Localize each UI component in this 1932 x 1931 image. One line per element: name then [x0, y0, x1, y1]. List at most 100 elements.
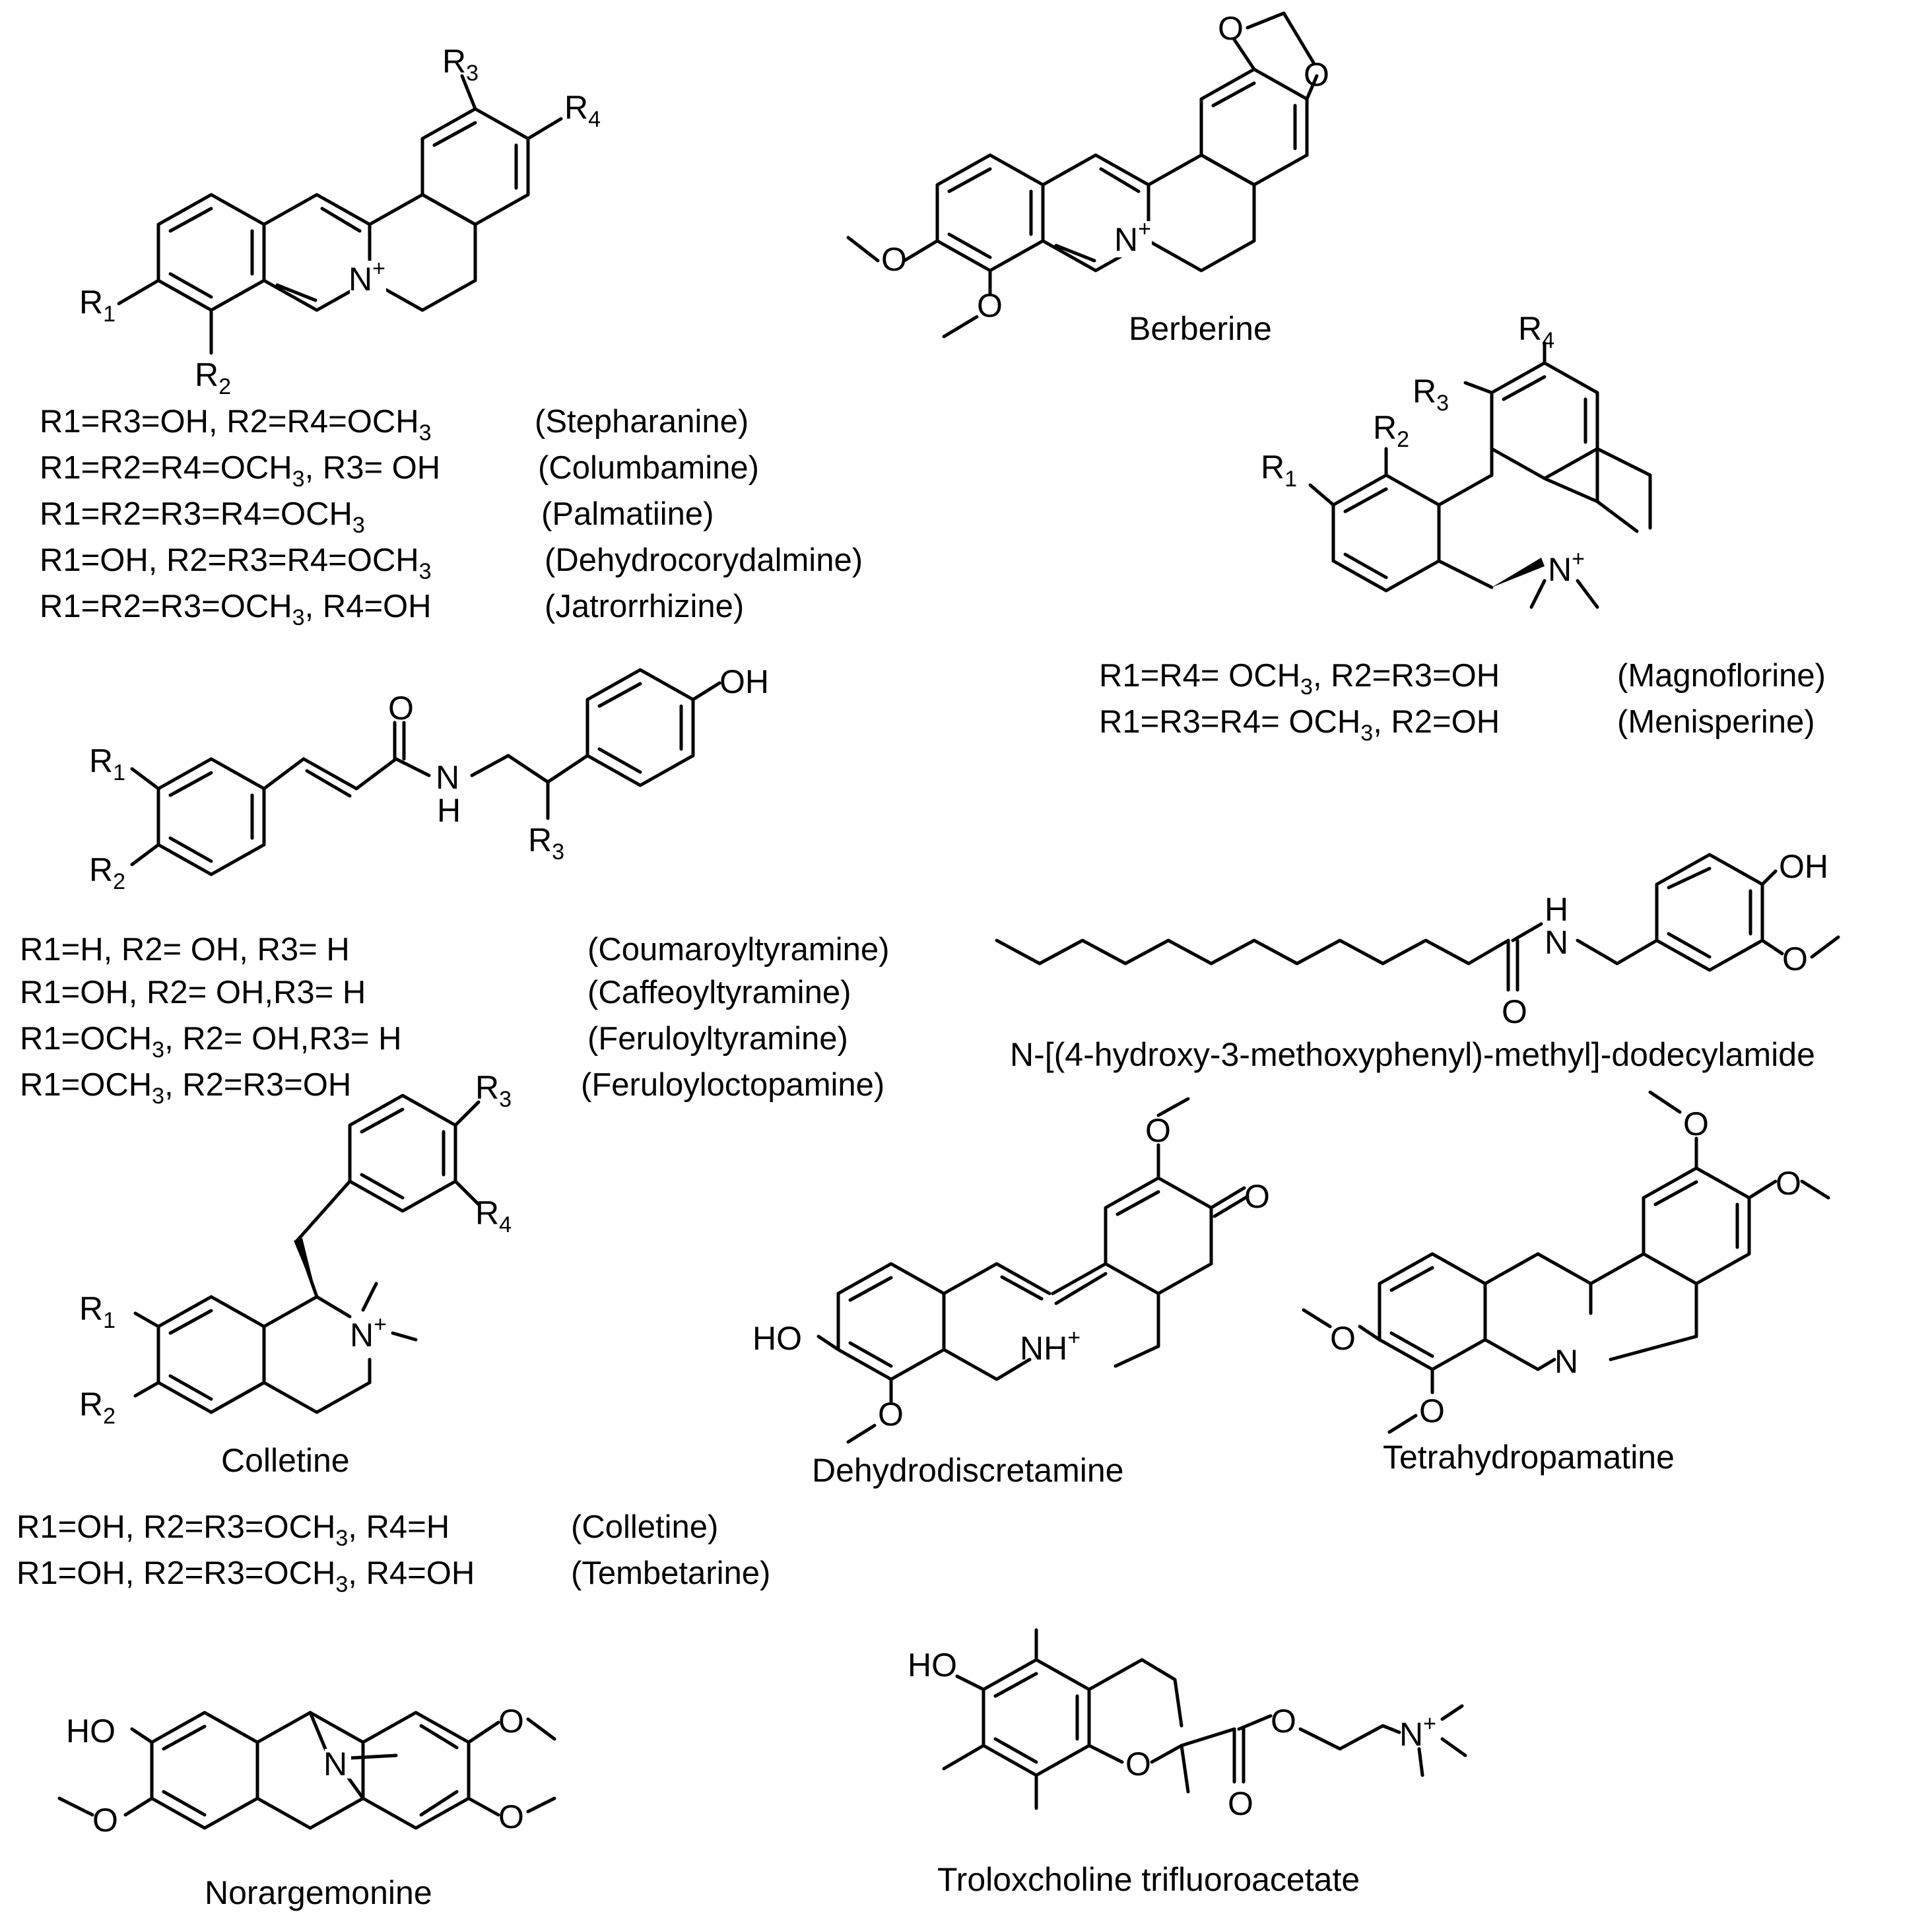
tyramine-definitions: R1=H, R2= OH, R3= H (Coumaroyltyramine) …	[20, 932, 889, 1109]
tyramine-h: H	[437, 792, 461, 829]
trolox-o-carbonyl: O	[1228, 1785, 1253, 1822]
def-feruloyloctopamine: R1=OCH3, R2=R3=OH	[20, 1067, 351, 1109]
name-colletine-def: (Colletine)	[571, 1509, 718, 1545]
norargemonine-name: Norargemonine	[205, 1874, 432, 1911]
aporphine-structure: R1 R2 R3 R4 N+	[1261, 310, 1652, 609]
colletine-bonds	[133, 1094, 481, 1414]
amide-h: H	[1545, 891, 1568, 928]
tyramine-structure: R1 R2 R3 O N H OH	[89, 663, 769, 894]
colletine-r2: R2	[79, 1386, 116, 1429]
norargemonine-structure: HO O O O N Norargemonine	[57, 1703, 556, 1911]
colletine-r1: R1	[79, 1290, 116, 1333]
tetrahydropamatine-o1: O	[1683, 1105, 1709, 1142]
berberine-o1: O	[1218, 10, 1244, 47]
dehydrodiscretamine-bonds	[816, 1097, 1249, 1444]
tetrahydropamatine-bonds	[1302, 1090, 1830, 1434]
aporphine-bonds	[1308, 341, 1652, 609]
amide-structure: OH H N O O N-[(4-hydroxy-3-methoxyphenyl…	[995, 848, 1840, 1073]
name-feruloyltyramine: (Feruloyltyramine)	[587, 1021, 848, 1057]
norargemonine-o1: O	[92, 1802, 118, 1839]
trolox-o-ring: O	[1125, 1746, 1151, 1783]
amide-name: N-[(4-hydroxy-3-methoxyphenyl)-methyl]-d…	[1010, 1036, 1815, 1073]
def-tembetarine: R1=OH, R2=R3=OCH3, R4=OH	[17, 1555, 475, 1597]
name-coumaroyltyramine: (Coumaroyltyramine)	[587, 932, 889, 967]
colletine-definitions: R1=OH, R2=R3=OCH3, R4=H (Colletine) R1=O…	[17, 1509, 770, 1597]
name-feruloyloctopamine: (Feruloyloctopamine)	[581, 1067, 884, 1103]
def-palmatiine: R1=R2=R3=R4=OCH3	[40, 496, 365, 538]
aporphine-definitions: R1=R4= OCH3, R2=R3=OH (Magnoflorine) R1=…	[1099, 658, 1826, 746]
name-magnoflorine: (Magnoflorine)	[1617, 658, 1826, 694]
trolox-o-ester: O	[1271, 1703, 1296, 1740]
aporphine-n: N+	[1548, 546, 1585, 588]
norargemonine-n: N	[323, 1746, 347, 1783]
name-palmatiine: (Palmatiine)	[541, 496, 714, 532]
dehydrodiscretamine-o-bottom: O	[878, 1396, 904, 1433]
berberine-n: N+	[1114, 216, 1151, 258]
berberine-name: Berberine	[1129, 310, 1272, 347]
name-caffeoyltyramine: (Caffeoyltyramine)	[587, 975, 851, 1010]
r1-label: R1	[79, 284, 116, 327]
trolox-name: Troloxcholine trifluoroacetate	[937, 1861, 1360, 1898]
berberine-o3: O	[881, 241, 907, 278]
amide-o-carbonyl: O	[1502, 993, 1527, 1030]
tetrahydropamatine-o2: O	[1776, 1165, 1801, 1202]
amide-n: N	[1545, 924, 1568, 961]
tyramine-r2: R2	[89, 851, 125, 894]
n-label: N+	[349, 256, 385, 298]
tyramine-r3: R3	[528, 822, 564, 865]
amide-bonds	[995, 853, 1840, 992]
dehydrodiscretamine-nh: NH+	[1020, 1325, 1081, 1367]
r3-label: R3	[442, 43, 479, 86]
def-magnoflorine: R1=R4= OCH3, R2=R3=OH	[1099, 658, 1500, 700]
amide-oh: OH	[1779, 848, 1828, 885]
tyramine-bonds	[130, 668, 721, 876]
name-jatrorrhizine: (Jatrorrhizine)	[545, 589, 744, 624]
aporphine-r3: R3	[1413, 373, 1449, 416]
norargemonine-bonds	[57, 1711, 556, 1830]
name-stepharanine: (Stepharanine)	[535, 404, 749, 440]
aporphine-r4: R4	[1518, 310, 1554, 353]
def-colletine: R1=OH, R2=R3=OCH3, R4=H	[17, 1509, 450, 1551]
tetrahydropamatine-n: N	[1554, 1343, 1578, 1380]
def-feruloyltyramine: R1=OCH3, R2= OH,R3= H	[20, 1021, 402, 1063]
protoberberine-bonds	[117, 74, 563, 355]
berberine-structure: O O O O N+ Berberine	[846, 10, 1329, 347]
name-dehydrocorydalmine: (Dehydrocorydalmine)	[545, 542, 863, 578]
norargemonine-o3: O	[498, 1798, 524, 1835]
tyramine-oh: OH	[719, 663, 769, 700]
dehydrodiscretamine-name: Dehydrodiscretamine	[812, 1452, 1123, 1489]
berberine-bonds	[846, 11, 1319, 339]
aporphine-r1: R1	[1261, 449, 1297, 492]
trolox-structure: HO O O O N+ Troloxcholine trifluoroaceta…	[908, 1628, 1467, 1898]
name-columbamine: (Columbamine)	[538, 450, 759, 486]
amide-o-methoxy: O	[1782, 940, 1808, 977]
tetrahydropamatine-structure: O O O O N Tetrahydropamatine	[1302, 1090, 1830, 1476]
colletine-r3: R3	[475, 1069, 512, 1112]
dehydrodiscretamine-ho: HO	[752, 1320, 802, 1357]
tetrahydropamatine-o3: O	[1330, 1320, 1356, 1357]
def-stepharanine: R1=R3=OH, R2=R4=OCH3	[40, 404, 432, 445]
aporphine-r2: R2	[1373, 409, 1409, 452]
def-coumaroyltyramine: R1=H, R2= OH, R3= H	[20, 932, 350, 967]
def-jatrorrhizine: R1=R2=R3=OCH3, R4=OH	[40, 589, 432, 630]
def-menisperine: R1=R3=R4= OCH3, R2=OH	[1099, 704, 1500, 746]
tyramine-r1: R1	[89, 742, 125, 785]
berberine-o2: O	[1304, 56, 1329, 93]
protoberberine-structure: R1 R2 R3 R4 N+	[79, 43, 601, 399]
name-menisperine: (Menisperine)	[1617, 704, 1815, 740]
tetrahydropamatine-name: Tetrahydropamatine	[1383, 1439, 1675, 1476]
protoberberine-definitions: R1=R3=OH, R2=R4=OCH3 (Stepharanine) R1=R…	[40, 404, 863, 630]
berberine-o4: O	[977, 287, 1003, 324]
def-caffeoyltyramine: R1=OH, R2= OH,R3= H	[20, 975, 366, 1010]
trolox-n: N+	[1399, 1711, 1436, 1753]
trolox-ho: HO	[908, 1647, 957, 1684]
def-columbamine: R1=R2=R4=OCH3, R3= OH	[40, 450, 440, 492]
colletine-n: N+	[350, 1312, 387, 1354]
def-dehydrocorydalmine: R1=OH, R2=R3=R4=OCH3	[40, 542, 432, 584]
r4-label: R4	[564, 89, 601, 132]
colletine-structure: R1 R2 R3 R4 N+ Colletine	[79, 1069, 512, 1479]
name-tembetarine: (Tembetarine)	[571, 1555, 770, 1591]
norargemonine-ho: HO	[66, 1713, 116, 1750]
